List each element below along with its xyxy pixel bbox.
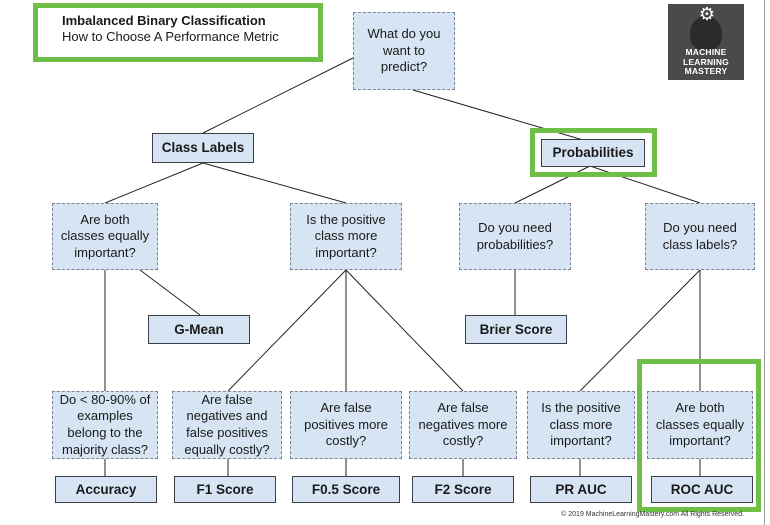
edge-classlabels-q1 [104, 162, 204, 204]
node-fp-more-costly: Are false positives more costly? [290, 391, 402, 459]
metric-f05-score: F0.5 Score [292, 476, 400, 503]
metric-roc-auc: ROC AUC [651, 476, 753, 503]
edge-q2-fn [345, 269, 464, 392]
node-fn-more-costly: Are false negatives more costly? [409, 391, 517, 459]
metric-f1-score: F1 Score [174, 476, 276, 503]
machine-learning-mastery-logo: ⚙ MACHINE LEARNING MASTERY [668, 4, 744, 80]
node-what-to-predict: What do you want to predict? [353, 12, 455, 90]
node-majority-class: Do < 80-90% of examples belong to the ma… [52, 391, 158, 459]
diagram-subtitle: How to Choose A Performance Metric [62, 29, 279, 45]
edge-prob-q4 [589, 165, 701, 204]
node-probabilities: Probabilities [541, 139, 645, 167]
metric-accuracy: Accuracy [55, 476, 157, 503]
title-block: Imbalanced Binary Classification How to … [62, 13, 279, 46]
edge-root-classlabels [202, 57, 354, 134]
node-positive-more-important-2: Is the positive class more important? [527, 391, 635, 459]
node-need-probabilities: Do you need probabilities? [459, 203, 571, 270]
edge-q2-fnfp [227, 269, 347, 392]
edge-classlabels-q2 [202, 162, 347, 204]
node-class-labels: Class Labels [152, 133, 254, 163]
head-silhouette-icon [690, 16, 722, 50]
node-gmean: G-Mean [148, 315, 250, 344]
edge-prob-q3 [514, 165, 591, 204]
diagram-title: Imbalanced Binary Classification [62, 13, 266, 28]
copyright-notice: © 2019 MachineLearningMastery.com All Ri… [561, 511, 744, 518]
edge-root-probabilities [412, 89, 591, 143]
metric-f2-score: F2 Score [412, 476, 514, 503]
node-fn-fp-equally-costly: Are false negatives and false positives … [172, 391, 282, 459]
node-both-classes-equal-right: Are both classes equally important? [647, 391, 753, 459]
logo-text: MACHINE LEARNING MASTERY [683, 47, 729, 76]
node-positive-more-important: Is the positive class more important? [290, 203, 402, 270]
node-both-classes-equal-left: Are both classes equally important? [52, 203, 158, 270]
node-brier-score: Brier Score [465, 315, 567, 344]
edge-q4-prauc [579, 269, 701, 392]
metric-pr-auc: PR AUC [530, 476, 632, 503]
edge-q1-gmean [139, 269, 201, 316]
node-need-class-labels: Do you need class labels? [645, 203, 755, 270]
gear-icon: ⚙ [698, 4, 716, 25]
page-edge [764, 0, 765, 525]
